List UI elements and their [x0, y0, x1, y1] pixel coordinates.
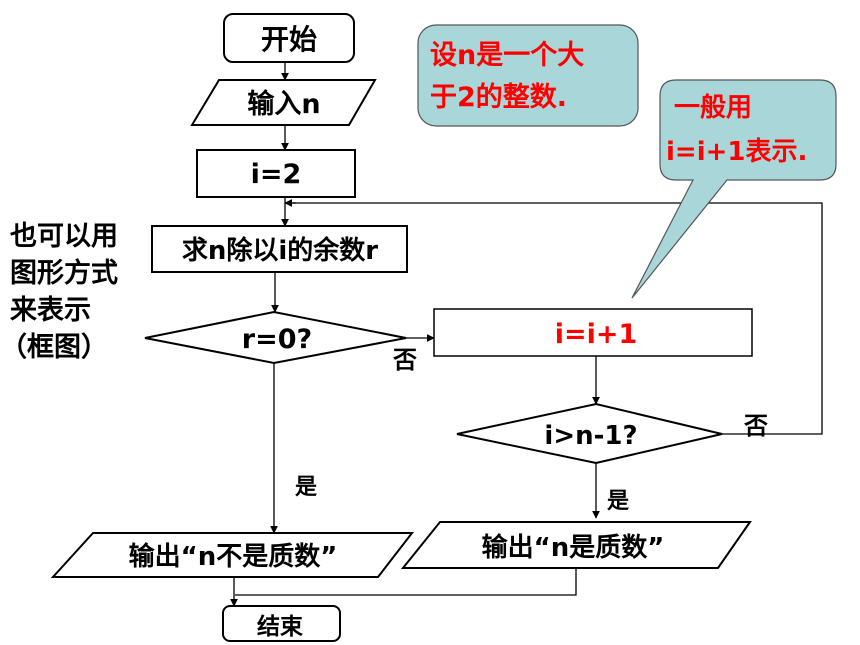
side-note-line-1: 也可以用 [10, 221, 118, 252]
end-terminal: 结束 [222, 605, 341, 642]
compute-label: 求n除以i的余数r [182, 235, 378, 266]
cond1-no-label: 否 [392, 346, 417, 374]
output-not-prime: 输出“n不是质数” [50, 532, 415, 578]
callout-1-line-2: 于2的整数. [430, 81, 567, 113]
connectors [230, 62, 823, 607]
side-note-line-3: 来表示 [10, 295, 91, 326]
input-label: 输入n [247, 88, 320, 120]
start-terminal: 开始 [223, 13, 355, 63]
callout-1-line-1: 设n是一个大 [430, 40, 584, 71]
decision-i-label: i>n-1? [544, 421, 637, 451]
output-prime-label: 输出“n是质数” [482, 532, 665, 563]
start-label: 开始 [261, 23, 317, 56]
callout-increment-note: 一般用 i=i+1表示. [631, 79, 837, 299]
decision-r-zero: r=0? [144, 310, 407, 365]
side-note-line-4: （框图） [0, 332, 108, 363]
end-label: 结束 [257, 614, 304, 640]
callout-2-line-1: 一般用 [674, 93, 752, 123]
decision-i-gt-n-minus-1: i>n-1? [456, 402, 723, 465]
output-not-prime-label: 输出“n不是质数” [129, 541, 338, 572]
side-note: 也可以用 图形方式 来表示 （框图） [0, 221, 118, 363]
side-note-line-2: 图形方式 [10, 257, 118, 289]
input-node: 输入n [190, 79, 377, 126]
compute-process: 求n除以i的余数r [151, 225, 408, 273]
callout-2-line-2: i=i+1表示. [666, 137, 807, 167]
callout-n-definition: 设n是一个大 于2的整数. [417, 24, 639, 127]
init-label: i=2 [251, 159, 302, 190]
cond2-no-label: 否 [743, 412, 768, 440]
init-process: i=2 [196, 149, 356, 198]
output-prime: 输出“n是质数” [400, 521, 752, 569]
increment-process: i=i+1 [433, 308, 753, 357]
increment-label: i=i+1 [555, 319, 638, 350]
cond2-yes-label: 是 [607, 489, 629, 514]
cond1-yes-label: 是 [295, 475, 317, 500]
decision-r-zero-label: r=0? [242, 324, 312, 355]
